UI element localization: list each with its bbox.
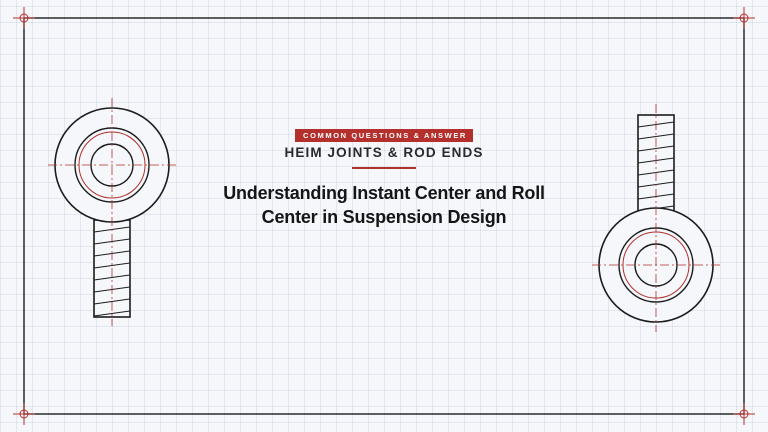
page-title-line-1: Understanding Instant Center and Roll — [223, 183, 545, 203]
corner-mark-bottom-right — [733, 403, 755, 425]
rod-end-right-drawing — [592, 104, 720, 332]
page-title: Understanding Instant Center and Roll Ce… — [0, 181, 768, 229]
rod-end-right-centerlines — [592, 104, 720, 332]
page-title-line-2: Center in Suspension Design — [261, 207, 507, 227]
corner-marks — [13, 7, 755, 425]
category-badge: COMMON QUESTIONS & ANSWER — [295, 129, 473, 142]
corner-mark-top-right — [733, 7, 755, 29]
page-subtitle: HEIM JOINTS & ROD ENDS — [284, 145, 484, 160]
rod-end-left-centerlines — [48, 98, 176, 326]
title-divider — [352, 167, 416, 169]
corner-mark-top-left — [13, 7, 35, 29]
drawing-frame — [23, 17, 745, 415]
rod-end-left-drawing — [48, 98, 176, 326]
badge-container: COMMON QUESTIONS & ANSWER — [0, 125, 768, 143]
corner-mark-bottom-left — [13, 403, 35, 425]
